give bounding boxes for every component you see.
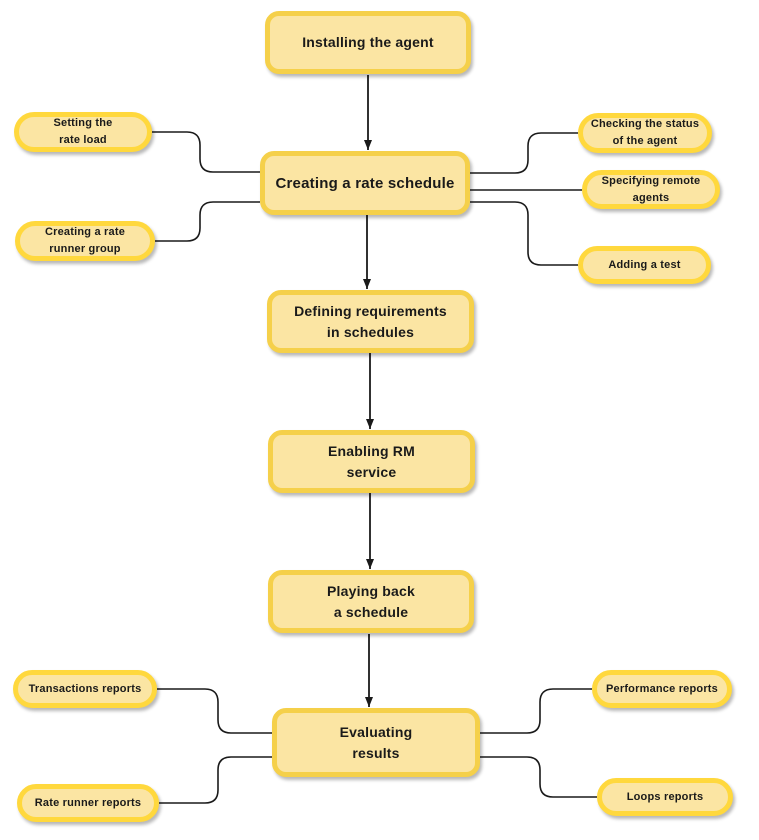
checking-the-status-of-the-agent-node[interactable]: Checking the status of the agent (578, 113, 712, 153)
connector-performance-reports-link (480, 688, 592, 734)
playing-back-a-schedule-label: Playing back a schedule (327, 582, 415, 620)
connector-setting-rate-load-link (152, 131, 260, 173)
setting-the-rate-load-node[interactable]: Setting the rate load (14, 112, 152, 152)
evaluating-results-node[interactable]: Evaluating results (272, 708, 480, 777)
connector-creating-rate-runner-group-link (155, 201, 260, 242)
playing-back-a-schedule-node[interactable]: Playing back a schedule (268, 570, 474, 633)
connector-adding-a-test-link (470, 201, 578, 266)
installing-the-agent-label: Installing the agent (302, 34, 434, 50)
loops-reports-node[interactable]: Loops reports (597, 778, 733, 816)
connector-checking-status-link (470, 132, 578, 174)
connector-loops-reports-link (480, 756, 597, 798)
connector-transactions-reports-link (157, 688, 272, 734)
connector-rate-runner-reports-link (159, 756, 272, 804)
installing-the-agent-node[interactable]: Installing the agent (265, 11, 471, 74)
defining-requirements-node[interactable]: Defining requirements in schedules (267, 290, 474, 353)
enabling-rm-service-node[interactable]: Enabling RM service (268, 430, 475, 493)
adding-a-test-node[interactable]: Adding a test (578, 246, 711, 284)
specifying-remote-agents-label: Specifying remote agents (601, 174, 701, 204)
evaluating-results-label: Evaluating results (339, 723, 413, 761)
specifying-remote-agents-node[interactable]: Specifying remote agents (582, 170, 720, 209)
rate-runner-reports-label: Rate runner reports (34, 796, 142, 809)
creating-a-rate-runner-group-node[interactable]: Creating a rate runner group (15, 221, 155, 261)
creating-a-rate-runner-group-label: Creating a rate runner group (44, 226, 126, 255)
rate-runner-reports-node[interactable]: Rate runner reports (17, 784, 159, 822)
performance-reports-label: Performance reports (605, 682, 718, 695)
transactions-reports-node[interactable]: Transactions reports (13, 670, 157, 708)
loops-reports-label: Loops reports (626, 790, 704, 803)
performance-reports-node[interactable]: Performance reports (592, 670, 732, 708)
creating-a-rate-schedule-node[interactable]: Creating a rate schedule (260, 151, 470, 215)
defining-requirements-label: Defining requirements in schedules (294, 302, 447, 340)
transactions-reports-label: Transactions reports (28, 682, 142, 695)
setting-the-rate-load-label: Setting the rate load (53, 117, 113, 146)
checking-the-status-of-the-agent-label: Checking the status of the agent (590, 118, 700, 147)
creating-a-rate-schedule-label: Creating a rate schedule (275, 174, 455, 192)
enabling-rm-service-label: Enabling RM service (328, 442, 415, 480)
adding-a-test-label: Adding a test (608, 258, 681, 271)
